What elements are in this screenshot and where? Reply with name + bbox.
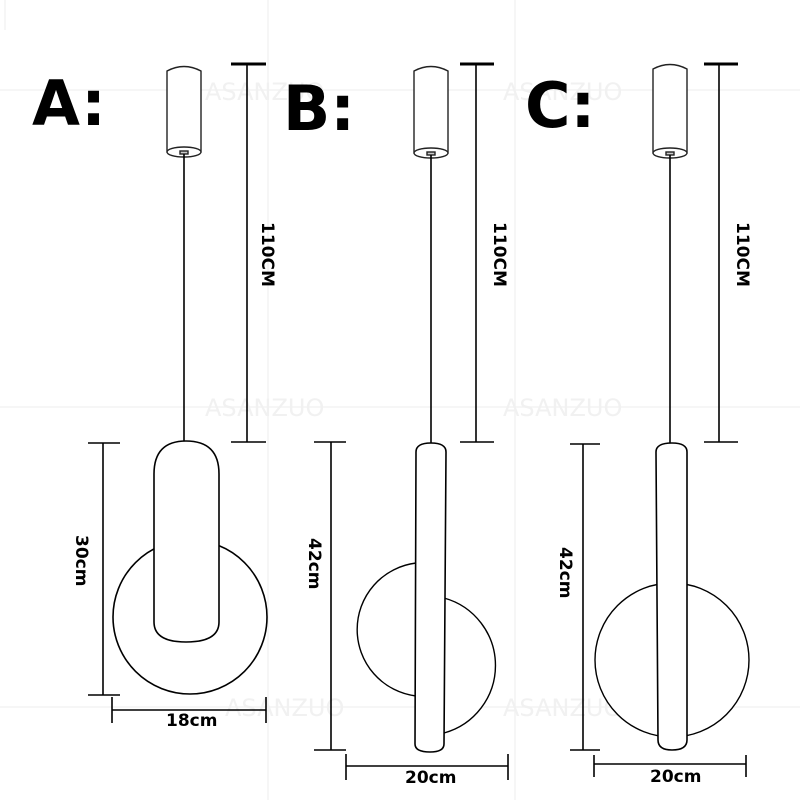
height-label: 42cm <box>555 547 575 598</box>
height-dimension-line <box>570 443 600 751</box>
cord-dimension-line <box>704 62 738 443</box>
svg-text:ASANZUO: ASANZUO <box>503 394 622 422</box>
ceiling-canopy-icon <box>652 63 688 159</box>
cord-dimension-line <box>460 62 494 443</box>
width-label: 20cm <box>405 768 456 788</box>
variant-c-label: C: <box>525 69 595 142</box>
height-dimension-line <box>88 442 120 696</box>
ceiling-canopy-icon <box>166 65 202 158</box>
lamp-c-shape <box>594 442 750 751</box>
variant-b-label: B: <box>283 72 355 145</box>
width-dimension-line <box>345 754 509 780</box>
width-dimension-line <box>111 697 267 723</box>
cord-length-label: 110CM <box>257 222 277 287</box>
width-label: 20cm <box>650 767 701 787</box>
svg-text:ASANZUO: ASANZUO <box>205 394 324 422</box>
height-dimension-line <box>314 441 346 751</box>
cord-length-label: 110CM <box>732 222 752 287</box>
variant-a-label: A: <box>32 67 106 140</box>
variant-b: B: 110CM 42cm 20cm <box>283 62 509 788</box>
svg-text:ASANZUO: ASANZUO <box>503 694 622 722</box>
ceiling-canopy-icon <box>413 65 449 159</box>
cord-dimension-line <box>231 62 266 443</box>
svg-text:ASANZUO: ASANZUO <box>503 78 622 106</box>
width-label: 18cm <box>166 711 217 731</box>
variant-a: A: 110CM 30cm <box>32 62 277 731</box>
lamp-a-shape <box>112 440 268 695</box>
cord-length-label: 110CM <box>489 222 509 287</box>
svg-text:ASANZUO: ASANZUO <box>205 78 324 106</box>
watermark-text: ASANZUO ASANZUO ASANZUO ASANZUO ASANZUO … <box>205 78 622 722</box>
height-label: 30cm <box>71 535 91 586</box>
lamp-b-shape <box>356 442 497 753</box>
variant-c: C: 110CM 42cm 20cm <box>525 62 752 787</box>
svg-text:ASANZUO: ASANZUO <box>225 694 344 722</box>
width-dimension-line <box>593 755 747 777</box>
height-label: 42cm <box>304 538 324 589</box>
